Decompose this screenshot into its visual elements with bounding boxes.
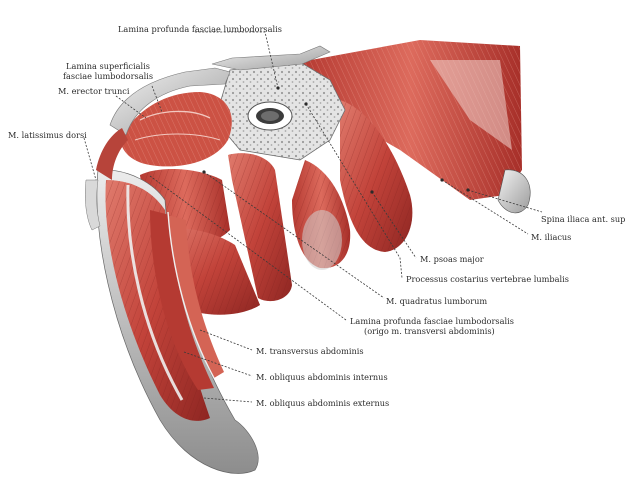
latissimus-dorsi-muscle bbox=[85, 128, 128, 231]
label-quadratus-lumborum: M. quadratus lumborum bbox=[386, 296, 488, 306]
label-transversus-abdominis: M. transversus abdominis bbox=[256, 346, 364, 356]
label-lamina-profunda-top: Lamina profunda fasciae lumbodorsalis bbox=[118, 24, 282, 34]
label-psoas-major: M. psoas major bbox=[420, 254, 484, 264]
label-processus-costarius: Processus costarius vertebrae lumbalis bbox=[406, 274, 569, 284]
label-obliquus-internus: M. obliquus abdominis internus bbox=[256, 372, 388, 382]
label-lamina-superficialis-line2: fasciae lumbodorsalis bbox=[62, 71, 154, 81]
label-lamina-superficialis: Lamina superficialis fasciae lumbodorsal… bbox=[58, 61, 158, 81]
label-erector-trunci: M. erector trunci bbox=[58, 86, 130, 96]
quadratus-lumborum-muscle bbox=[292, 160, 351, 270]
lamina-superficialis-fascia bbox=[109, 45, 331, 136]
erector-trunci-muscle bbox=[120, 92, 232, 167]
abdominal-wall-layers bbox=[96, 169, 259, 474]
label-latissimus-dorsi: M. latissimus dorsi bbox=[8, 130, 87, 140]
label-obliquus-externus: M. obliquus abdominis externus bbox=[256, 398, 390, 408]
label-lamina-profunda-bottom-line1: Lamina profunda fasciae lumbodorsalis bbox=[350, 316, 514, 326]
psoas-major-muscle bbox=[340, 100, 413, 252]
vertebra-cross-section bbox=[214, 61, 346, 161]
label-lamina-profunda-bottom-line2: (origo m. transversi abdominis) bbox=[364, 326, 495, 336]
label-spina-iliaca: Spina iliaca ant. sup bbox=[541, 214, 626, 224]
leader-lines bbox=[83, 31, 543, 403]
label-lamina-profunda-bottom: Lamina profunda fasciae lumbodorsalis (o… bbox=[350, 316, 514, 336]
label-lamina-superficialis-line1: Lamina superficialis bbox=[66, 61, 150, 71]
iliacus-muscle-block bbox=[300, 40, 531, 214]
label-iliacus: M. iliacus bbox=[531, 232, 572, 242]
